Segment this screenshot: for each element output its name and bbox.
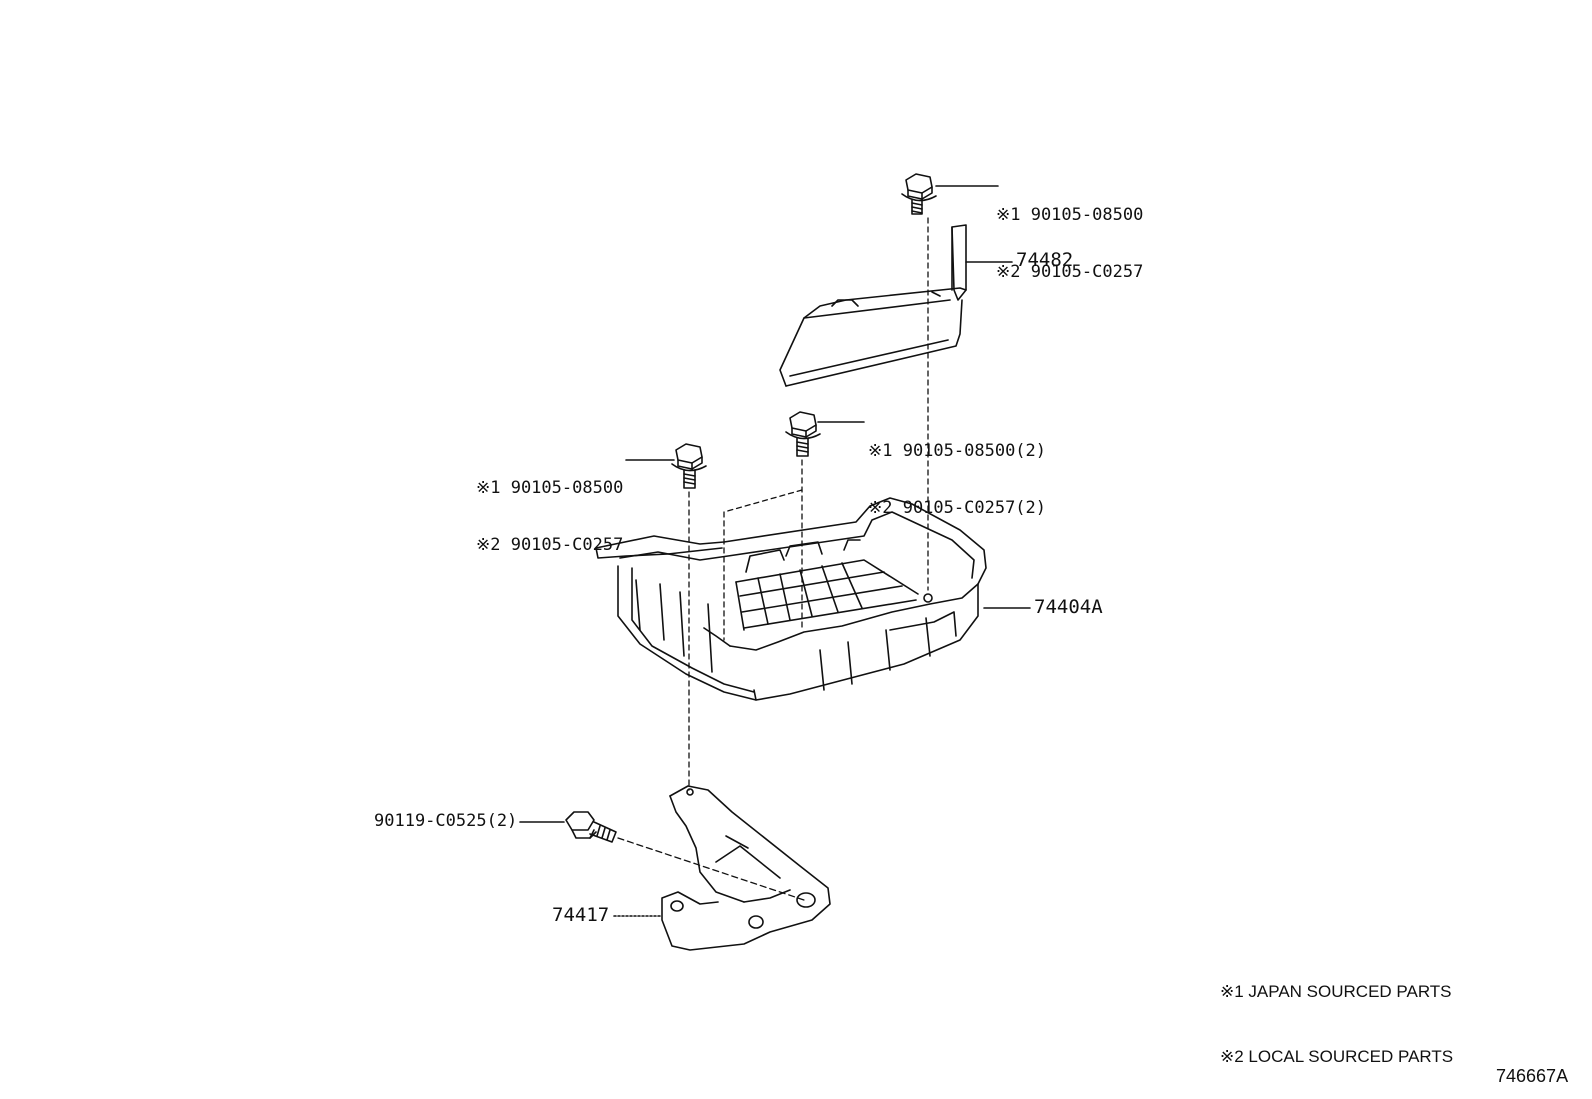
- bolt-top: [901, 173, 937, 215]
- callout-bolt-mid-line1: ※1 90105-08500(2): [868, 441, 1047, 461]
- callout-74417: 74417: [552, 904, 610, 926]
- legend-note-2: ※2 LOCAL SOURCED PARTS: [1220, 1047, 1454, 1066]
- callout-bolt-mid: ※1 90105-08500(2) ※2 90105-C0257(2): [868, 404, 1046, 537]
- callout-bolt-top-line1: ※1 90105-08500: [996, 205, 1144, 225]
- bracket-74482: [779, 224, 967, 387]
- legend-notes: ※1 JAPAN SOURCED PARTS ※2 LOCAL SOURCED …: [1220, 942, 1453, 1087]
- bracket-74417: [661, 785, 831, 951]
- bolt-left: [671, 443, 707, 489]
- callout-bolt-left-line1: ※1 90105-08500: [476, 478, 624, 498]
- dash-bolt-lower: [617, 837, 805, 901]
- callout-bolt-top-line2: ※2 90105-C0257: [996, 262, 1144, 282]
- callout-bolt-left: ※1 90105-08500 ※2 90105-C0257: [476, 441, 623, 574]
- callout-bolt-mid-line2: ※2 90105-C0257(2): [868, 498, 1047, 518]
- bolt-lower: [565, 811, 617, 843]
- callout-bolt-top: ※1 90105-08500 ※2 90105-C0257: [996, 168, 1143, 301]
- callout-bolt-lower: 90119-C0525(2): [374, 811, 518, 831]
- dash-bolt-mid-2: [723, 489, 803, 641]
- callout-74482: 74482: [1016, 249, 1074, 271]
- tray-74404A: [595, 497, 987, 701]
- callout-bolt-left-line2: ※2 90105-C0257: [476, 535, 624, 555]
- callout-74404A: 74404A: [1034, 596, 1103, 618]
- diagram-reference-number: 746667A: [1496, 1066, 1569, 1086]
- bolt-mid: [785, 411, 821, 457]
- legend-note-1: ※1 JAPAN SOURCED PARTS: [1220, 982, 1452, 1001]
